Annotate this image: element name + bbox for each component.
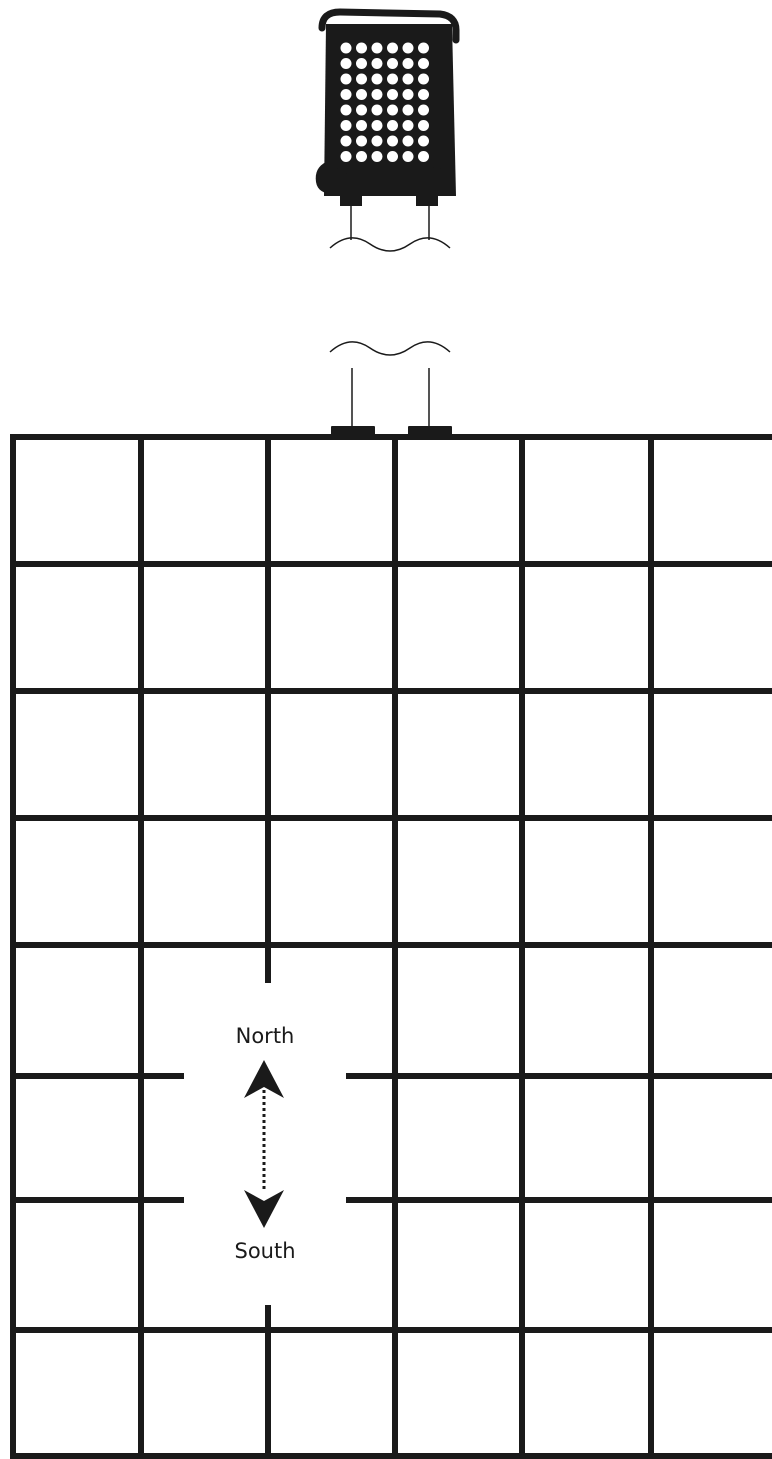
grille-dot xyxy=(418,43,429,54)
grille-dot xyxy=(387,151,398,162)
grille-dot xyxy=(341,89,352,100)
grille-dot xyxy=(403,89,414,100)
grille-dot xyxy=(403,58,414,69)
grille-dot xyxy=(418,89,429,100)
grille-dot xyxy=(372,151,383,162)
grille-dot xyxy=(387,120,398,131)
arrow-down-icon xyxy=(244,1190,284,1228)
grille-dot xyxy=(356,136,367,147)
grille-dot xyxy=(341,43,352,54)
grille-dot xyxy=(403,136,414,147)
lower-hanger-wires xyxy=(330,342,450,426)
grille-dot xyxy=(418,151,429,162)
direction-indicator: North South xyxy=(234,1024,295,1263)
grille-dot xyxy=(387,136,398,147)
grille-dot xyxy=(372,136,383,147)
grille-dot xyxy=(418,120,429,131)
grille-dot xyxy=(341,74,352,85)
grille-dot xyxy=(403,105,414,116)
grille-dot xyxy=(372,74,383,85)
grille-dot xyxy=(387,89,398,100)
grille-dot xyxy=(418,136,429,147)
grille-dot xyxy=(387,43,398,54)
left-foot xyxy=(340,194,362,206)
grille-dot xyxy=(356,43,367,54)
grille-dot xyxy=(403,43,414,54)
right-foot xyxy=(416,194,438,206)
grille-dot xyxy=(418,74,429,85)
floor-grid xyxy=(10,434,772,1459)
grille-dot xyxy=(387,105,398,116)
grille-dot xyxy=(403,151,414,162)
grille-dot xyxy=(356,151,367,162)
grille-dot xyxy=(356,89,367,100)
grille-dot xyxy=(341,136,352,147)
grille-dot xyxy=(341,105,352,116)
grille-dot xyxy=(403,120,414,131)
speaker-cabinet-icon xyxy=(316,12,456,206)
grille-dot xyxy=(341,58,352,69)
grille-dot xyxy=(356,58,367,69)
grille-dot xyxy=(372,43,383,54)
grille-dot xyxy=(372,120,383,131)
grille-dot xyxy=(372,89,383,100)
grille-dot xyxy=(372,105,383,116)
grille-dot xyxy=(403,74,414,85)
grille-dot xyxy=(372,58,383,69)
grille-dot xyxy=(341,151,352,162)
grille-dot xyxy=(418,105,429,116)
north-label: North xyxy=(236,1024,295,1048)
grille-dot xyxy=(356,105,367,116)
upper-hanger-wires xyxy=(330,206,450,251)
grille-dot xyxy=(418,58,429,69)
grille-dot xyxy=(387,58,398,69)
grille-dot xyxy=(356,74,367,85)
south-label: South xyxy=(234,1239,295,1263)
grille-dot xyxy=(387,74,398,85)
grille-dot xyxy=(356,120,367,131)
grille-dot xyxy=(341,120,352,131)
